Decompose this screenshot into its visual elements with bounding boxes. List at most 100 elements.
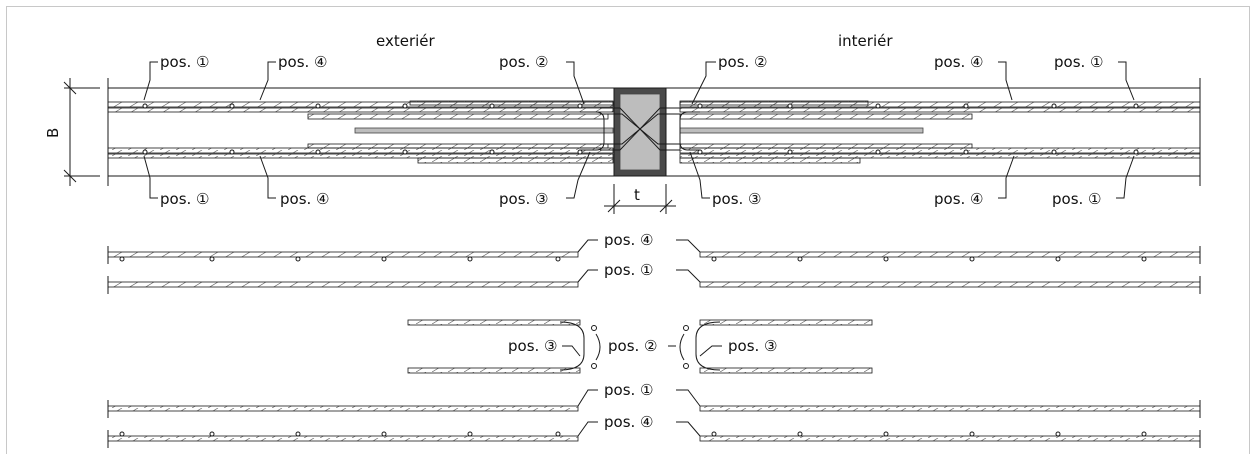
bar-dot-pos2-right-top [683,325,689,331]
rebar-dot [797,256,803,262]
lap-bar-right-4 [679,157,861,164]
brace-left-pos2 [595,333,601,361]
leader-bot-right-pos1 [1116,155,1135,199]
label-row2-pos1: pos. ① [604,261,654,279]
rebar-bottom-left-pos1 [107,147,614,154]
dim-b-tick-top [63,81,77,95]
rebar-dot [1133,103,1139,109]
label-row4-pos4: pos. ④ [604,413,654,431]
stirrup-exploded-right-top [699,319,873,326]
rebar-dot [577,149,583,155]
label-bot-right-pos3: pos. ③ [712,190,762,208]
leader-row1-right [676,239,701,253]
rebar-bottom-left-pos4 [107,153,614,159]
bar-dot-pos2-left-top [591,325,597,331]
stirrup-exploded-right-bend [695,321,721,371]
rebar-dot [402,103,408,109]
rebar-dot [883,431,889,437]
rebar-top-left-pos1 [107,107,614,113]
rebar-dot [229,103,235,109]
rebar-dot [797,431,803,437]
dim-b-tick-bottom [63,169,77,183]
lap-bar-left-4 [417,157,614,164]
lap-bar-left-3 [307,143,609,149]
rebar-top-right-pos1 [679,107,1201,113]
rebar-bottom-right-pos4 [679,153,1201,159]
rebar-dot [697,149,703,155]
leader-row2-right [676,269,701,283]
leader-row1-left [577,239,598,253]
stirrup-left-pos3 [580,111,605,151]
leader-bot-left-pos1 [143,155,158,199]
rebar-dot [315,149,321,155]
rebar-dot [711,431,717,437]
rebar-dot [209,256,215,262]
rebar-dot [467,256,473,262]
stirrup-right-pos3 [679,111,700,151]
leader-row4-left [577,421,598,437]
bar-row4-right [699,435,1201,442]
bar-row3-left [107,405,579,412]
label-bot-left-pos4: pos. ④ [280,190,330,208]
label-stirrup-left-pos3: pos. ③ [508,337,558,355]
lap-bar-left-5 [409,100,614,106]
leader-row3-right [676,389,701,407]
cross-bar-4 [600,113,680,145]
insulation-core [619,93,661,171]
lap-bar-right-1 [679,113,973,120]
rebar-bottom-right-pos1 [679,147,1201,154]
rebar-dot [489,103,495,109]
rebar-dot [402,149,408,155]
leader-top-right-pos1 [1118,61,1135,101]
rebar-dot [555,431,561,437]
rebar-dot [1141,256,1147,262]
rebar-dot [711,256,717,262]
rebar-dot [555,256,561,262]
leader-top-left-pos1 [143,61,158,101]
dim-t-label: t [634,186,640,204]
lap-bar-left-1 [307,113,609,120]
leader-bot-right-pos3 [689,151,710,199]
stirrup-exploded-left-bottom [407,367,581,374]
rebar-dot [1141,431,1147,437]
leader-stirrup-right [699,345,722,357]
rebar-dot [142,103,148,109]
label-top-right-pos4: pos. ④ [934,53,984,71]
leader-bot-right-pos4 [998,155,1015,199]
exterior-label: exteriér [376,32,436,50]
bar-row2-left [107,281,579,288]
rebar-dots-top [142,103,1139,155]
rebar-dot [229,149,235,155]
bar-dot-pos2-left-bottom [591,363,597,369]
label-bot-right-pos4: pos. ④ [934,190,984,208]
label-top-left-pos4: pos. ④ [278,53,328,71]
rebar-dot [787,103,793,109]
bar-row1-right [699,251,1201,258]
leader-row2-left [577,269,598,283]
bar-dot-pos2-right-bottom [683,363,689,369]
rebar-dot [969,256,975,262]
rebar-dot [697,103,703,109]
rebar-dot [467,431,473,437]
bar-row2-right [699,281,1201,288]
label-bot-right-pos1: pos. ① [1052,190,1102,208]
rebar-dot [119,431,125,437]
leader-stirrup-left [562,345,581,357]
stirrup-exploded-left-top [407,319,581,326]
leader-bot-left-pos4 [259,155,276,199]
rebar-dot [1055,256,1061,262]
rebar-dot [1055,431,1061,437]
bar-row1-left [107,251,579,258]
label-bot-left-pos1: pos. ① [160,190,210,208]
label-bot-left-pos3: pos. ③ [499,190,549,208]
leader-top-left-pos4 [259,61,276,101]
stirrup-exploded-right-bottom [699,367,873,374]
rebar-dot [1051,149,1057,155]
bar-row3-right [699,405,1201,412]
dim-t-tick-right [659,199,673,213]
rebar-dot [883,256,889,262]
rebar-dot [1133,149,1139,155]
leader-top-right-pos2 [691,61,716,105]
rebar-dot [963,149,969,155]
label-stirrup-pos2: pos. ② [608,337,658,355]
